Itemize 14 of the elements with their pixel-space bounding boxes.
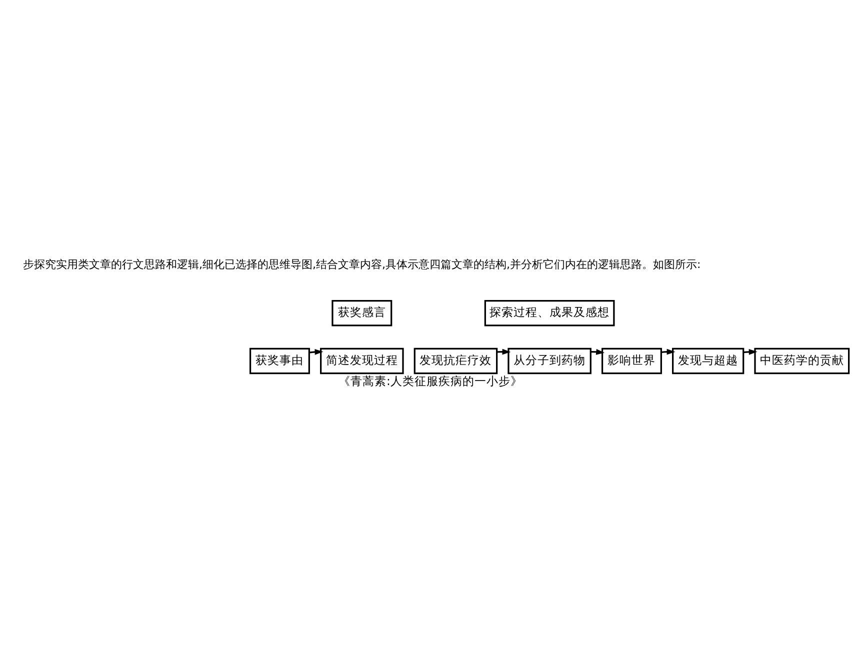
node-box: 探索过程、成果及感想 bbox=[484, 300, 614, 326]
node-box: 中医药学的贡献 bbox=[754, 348, 850, 374]
arrow bbox=[308, 349, 323, 355]
node-box: 获奖感言 bbox=[331, 300, 392, 326]
node-box: 影响世界 bbox=[600, 348, 662, 374]
node-box: 发现与超越 bbox=[672, 348, 744, 374]
node-box: 获奖事由 bbox=[248, 348, 310, 374]
label: 步探究实用类文章的行文思路和逻辑,细化已选择的思维导图,结合文章内容,具体示意四篇文章的结构,并分析它们内在的逻辑思路。如图所示: bbox=[22, 258, 700, 272]
caption: 《青蒿素:人类征服疾病的一小步》 bbox=[338, 374, 522, 388]
node-box: 从分子到药物 bbox=[507, 348, 591, 374]
arrow bbox=[742, 348, 757, 355]
arrow bbox=[660, 348, 675, 355]
node-box: 简述发现过程 bbox=[320, 348, 404, 374]
node-box: 发现抗疟疗效 bbox=[413, 348, 498, 374]
